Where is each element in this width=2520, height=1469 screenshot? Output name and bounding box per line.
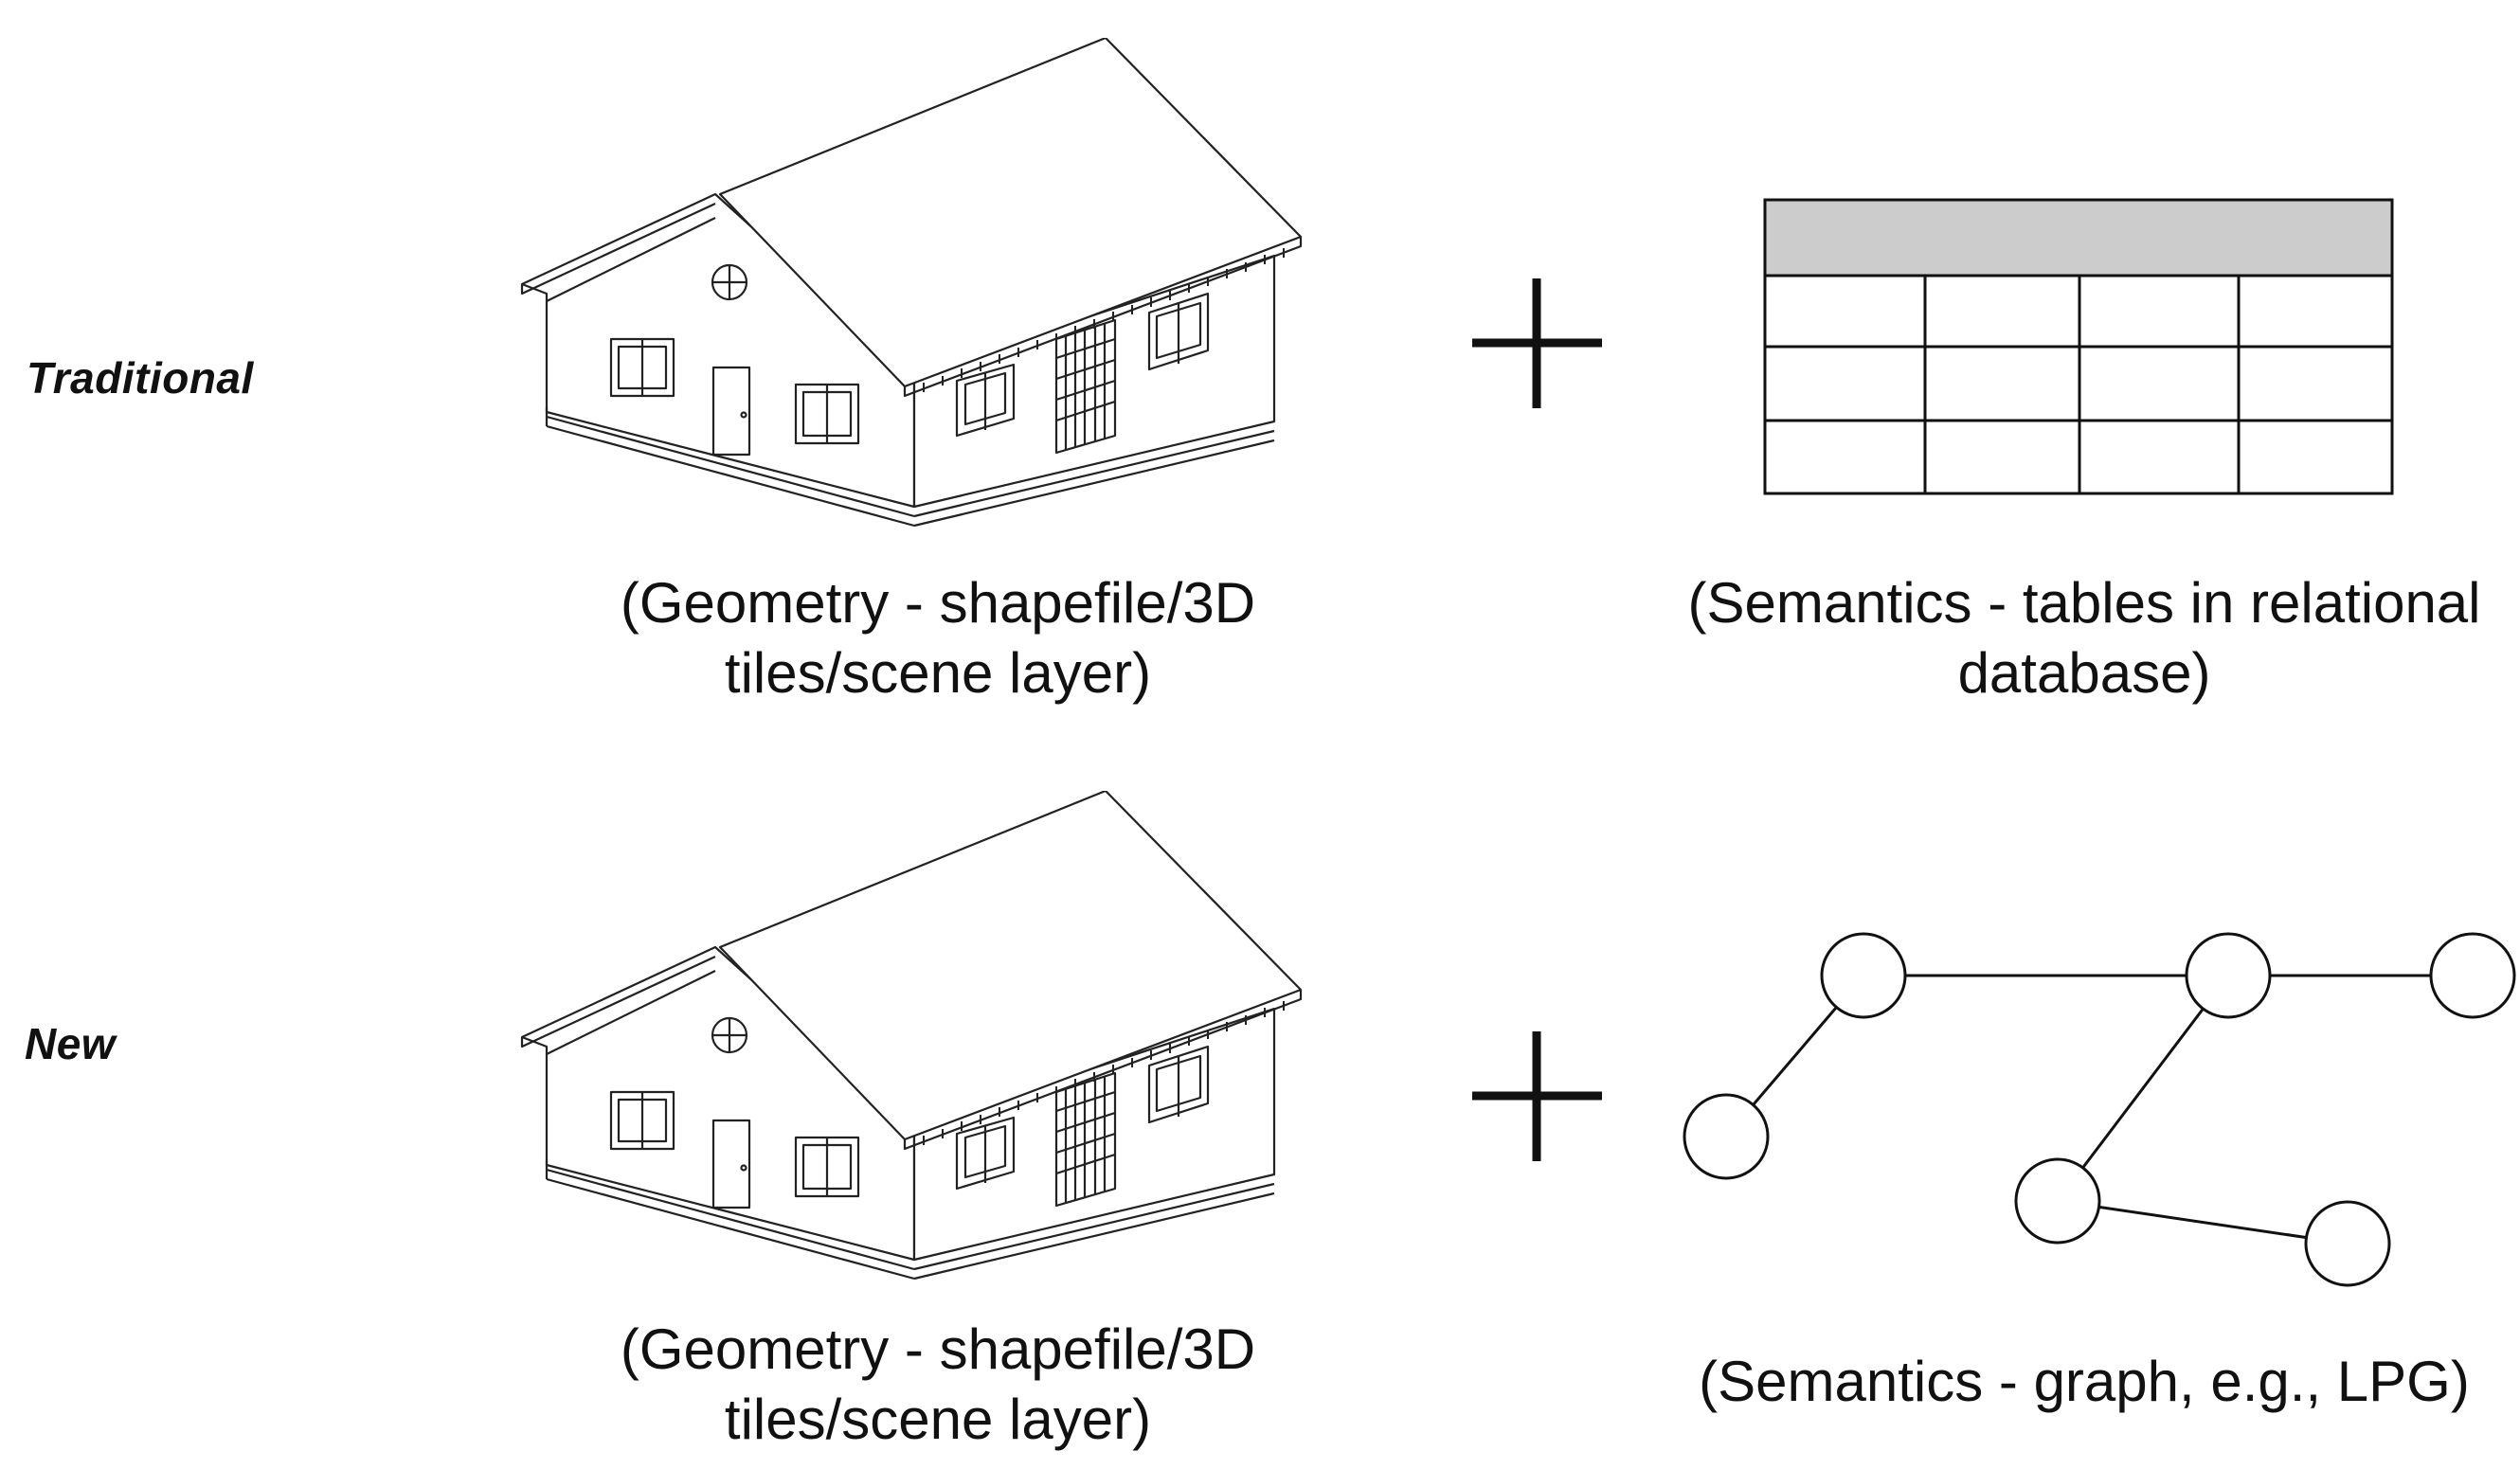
caption-line: (Geometry - shapefile/3D <box>620 571 1256 635</box>
table-header <box>1763 198 2394 278</box>
graph-icon <box>1683 932 2516 1287</box>
graph-node <box>1683 1093 1770 1180</box>
graph-edge <box>2057 1199 2349 1245</box>
caption-line: tiles/scene layer) <box>724 641 1152 705</box>
row-label-new: New <box>25 1019 117 1068</box>
caption-line: (Semantics - graph, e.g., LPG) <box>1699 1350 2470 1413</box>
semantics-caption: (Semantics - graph, e.g., LPG) <box>1648 1347 2520 1417</box>
graph-node <box>1820 932 1907 1019</box>
graph-node <box>2185 932 2272 1019</box>
graph-node <box>2304 1200 2391 1287</box>
caption-line: database) <box>1957 641 2211 705</box>
semantics-caption: (Semantics - tables in relational databa… <box>1648 568 2520 708</box>
caption-line: (Geometry - shapefile/3D <box>620 1317 1256 1381</box>
graph-node <box>2429 932 2516 1019</box>
row-label-traditional: Traditional <box>27 353 254 403</box>
house-icon <box>520 791 1303 1281</box>
caption-line: tiles/scene layer) <box>724 1388 1152 1451</box>
graph-node <box>2014 1157 2101 1245</box>
caption-line: (Semantics - tables in relational <box>1687 571 2481 635</box>
graph-edge <box>2056 975 2230 1202</box>
geometry-caption: (Geometry - shapefile/3D tiles/scene lay… <box>512 1315 1364 1455</box>
plus-icon <box>1472 278 1602 408</box>
plus-icon <box>1472 1031 1602 1161</box>
house-icon <box>520 38 1303 528</box>
table-icon <box>1763 198 2394 495</box>
geometry-caption: (Geometry - shapefile/3D tiles/scene lay… <box>512 568 1364 708</box>
